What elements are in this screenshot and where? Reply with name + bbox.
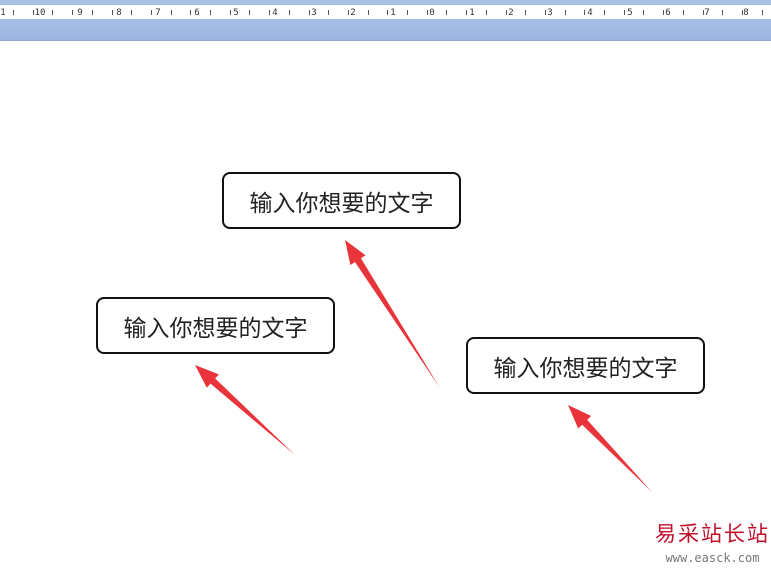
ruler-tick <box>682 10 684 15</box>
ruler-tick <box>741 10 743 15</box>
ruler-tick <box>584 10 586 15</box>
ruler-tick <box>288 10 290 15</box>
ruler-label: 8 <box>116 8 122 18</box>
arrow-2[interactable] <box>195 365 295 455</box>
ruler-tick <box>170 10 172 15</box>
ruler-tick <box>525 10 527 15</box>
ruler-bottom-band <box>0 19 771 41</box>
ruler-label: 5 <box>233 8 239 18</box>
ruler-tick <box>544 10 546 15</box>
ruler-tick <box>387 10 389 15</box>
ruler-label: 5 <box>627 8 633 18</box>
ruler-label: 7 <box>155 8 161 18</box>
ruler-tick <box>13 10 14 15</box>
ruler-tick <box>623 10 625 15</box>
ruler-label: 2 <box>350 8 356 18</box>
ruler-tick <box>210 10 211 15</box>
ruler-label: 4 <box>272 8 278 18</box>
callout-box-3[interactable]: 输入你想要的文字 <box>466 337 705 394</box>
ruler-tick <box>722 10 724 15</box>
ruler-tick <box>308 10 310 15</box>
ruler-label: 1 <box>469 8 475 18</box>
ruler-tick <box>190 10 192 15</box>
ruler-tick <box>663 10 665 15</box>
ruler-tick <box>131 10 133 15</box>
ruler-tick <box>505 10 507 15</box>
ruler-tick <box>269 10 271 15</box>
arrow-3[interactable] <box>568 405 652 492</box>
ruler-label: 1 <box>390 8 396 18</box>
ruler-tick <box>249 10 251 15</box>
ruler-tick <box>367 10 369 15</box>
ruler-label: 9 <box>77 8 83 18</box>
ruler-tick <box>32 10 34 15</box>
ruler-label: 6 <box>665 8 671 18</box>
ruler-top <box>0 0 771 5</box>
callout-box-1[interactable]: 输入你想要的文字 <box>222 172 461 229</box>
ruler-tick <box>347 10 349 15</box>
ruler-label: 7 <box>704 8 710 18</box>
ruler-label: 8 <box>743 8 749 18</box>
callout-text: 输入你想要的文字 <box>493 355 678 382</box>
ruler-label: 4 <box>587 8 593 18</box>
ruler-label: 2 <box>508 8 514 18</box>
ruler-label: 10 <box>34 8 46 18</box>
watermark: 易采站长站 www.easck.com <box>655 518 770 565</box>
watermark-url: www.easck.com <box>665 551 760 565</box>
callout-text: 输入你想要的文字 <box>249 190 434 217</box>
watermark-name: 易采站长站 <box>655 522 770 546</box>
ruler-tick <box>407 10 408 15</box>
ruler-tick <box>485 10 487 15</box>
callout-text: 输入你想要的文字 <box>123 315 308 342</box>
ruler-tick <box>229 10 231 15</box>
ruler-tick <box>466 10 468 15</box>
arrow-1[interactable] <box>345 240 440 388</box>
ruler-tick <box>643 10 645 15</box>
ruler-tick <box>91 10 93 15</box>
ruler-label: 3 <box>547 8 553 18</box>
ruler-label: 1 <box>0 8 6 18</box>
ruler-label: 6 <box>194 8 200 18</box>
ruler-tick <box>111 10 113 15</box>
ruler-tick <box>150 10 152 15</box>
ruler-label: 0 <box>429 8 435 18</box>
ruler-tick <box>328 10 330 15</box>
ruler-tick <box>426 10 428 15</box>
ruler-label: 3 <box>311 8 317 18</box>
ruler-tick <box>702 10 704 15</box>
ruler-tick <box>446 10 448 15</box>
horizontal-ruler[interactable]: 1 10 9 8 7 6 5 4 3 2 1 0 1 2 3 4 5 6 7 8 <box>0 5 771 19</box>
callout-box-2[interactable]: 输入你想要的文字 <box>96 297 335 354</box>
ruler-tick <box>604 10 605 15</box>
ruler-tick <box>564 10 566 15</box>
ruler-tick <box>72 10 74 15</box>
ruler-tick <box>761 10 763 15</box>
ruler-tick <box>52 10 54 15</box>
